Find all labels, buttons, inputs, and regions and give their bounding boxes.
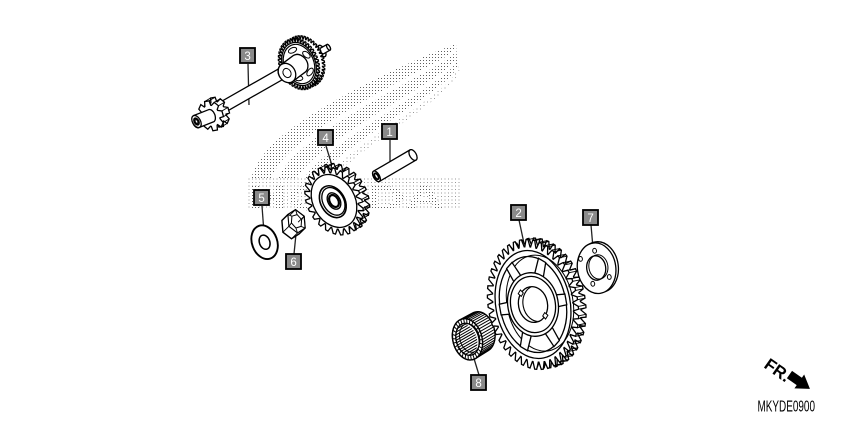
svg-text:3: 3 bbox=[244, 51, 250, 63]
svg-text:MKYDE0900: MKYDE0900 bbox=[758, 399, 816, 416]
svg-text:7: 7 bbox=[587, 213, 593, 225]
svg-text:1: 1 bbox=[386, 127, 392, 139]
svg-text:6: 6 bbox=[290, 257, 296, 269]
svg-text:5: 5 bbox=[258, 193, 264, 205]
svg-text:8: 8 bbox=[475, 378, 481, 390]
svg-text:4: 4 bbox=[322, 133, 329, 145]
svg-text:2: 2 bbox=[515, 208, 521, 220]
